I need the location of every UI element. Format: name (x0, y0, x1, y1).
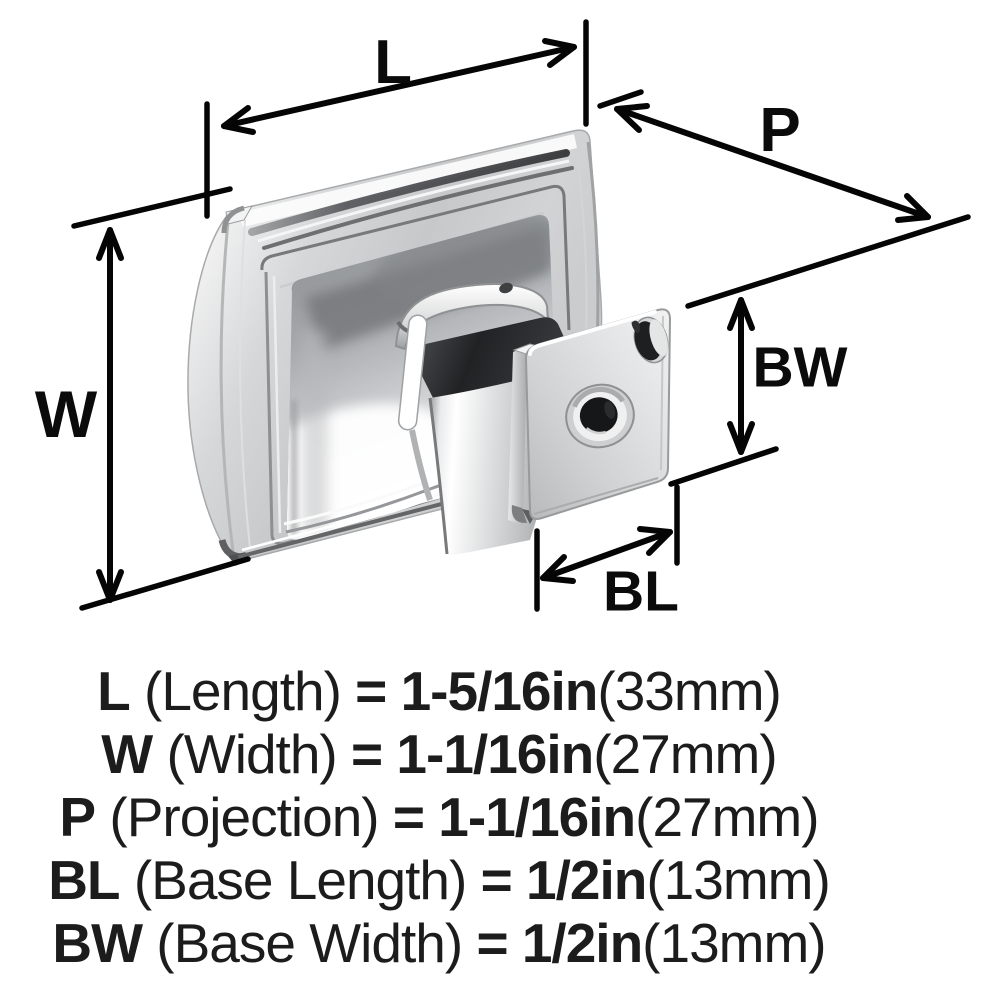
dim-arrow-width (71, 186, 251, 611)
spec-name: (Length) (144, 660, 342, 722)
knob-edge-accents (218, 205, 504, 566)
knob-dimension-drawing (71, 19, 971, 612)
spec-value: = 1-1/16in (392, 786, 636, 848)
spec-value: = 1/2in (476, 912, 643, 974)
spec-row-length: L (Length) = 1-5/16in(33mm) (0, 660, 878, 723)
spec-row-projection: P (Projection) = 1-1/16in(27mm) (0, 786, 878, 849)
spec-row-base-length: BL (Base Length) = 1/2in(13mm) (0, 849, 878, 912)
spec-name: (Base Width) (156, 912, 463, 974)
dim-arrow-projection (597, 89, 971, 309)
screw-hole (565, 383, 635, 449)
dim-label-base-width: BW (752, 335, 848, 400)
dim-label-base-length: BL (603, 559, 679, 624)
spec-row-width: W (Width) = 1-1/16in(27mm) (0, 723, 878, 786)
knob-base-plate (508, 308, 672, 525)
spec-key: L (97, 660, 131, 722)
spec-name: (Projection) (109, 786, 379, 848)
dimension-lines (71, 19, 971, 612)
spec-row-base-width: BW (Base Width) = 1/2in(13mm) (0, 912, 878, 975)
dim-label-length: L (374, 28, 412, 97)
spec-value: = 1-5/16in (355, 660, 598, 722)
corner-mounting-hole (631, 316, 669, 364)
spec-name: (Width) (166, 723, 338, 785)
spec-key: BW (52, 912, 143, 974)
spec-name: (Base Length) (133, 849, 467, 911)
dimension-spec-list: L (Length) = 1-5/16in(33mm) W (Width) = … (0, 660, 878, 975)
spec-key: P (59, 786, 96, 848)
spec-key: BL (48, 849, 120, 911)
spec-value: = 1-1/16in (351, 723, 594, 785)
spec-key: W (101, 723, 153, 785)
dim-arrow-length (204, 19, 589, 219)
dim-arrow-base-width (668, 297, 779, 487)
knob-illustration (187, 129, 672, 566)
dim-label-width: W (34, 377, 98, 451)
spec-metric: (33mm) (597, 660, 781, 722)
spec-metric: (13mm) (646, 849, 830, 911)
spec-metric: (13mm) (642, 912, 826, 974)
spec-metric: (27mm) (593, 723, 777, 785)
spec-value: = 1/2in (480, 849, 648, 911)
spec-metric: (27mm) (635, 786, 819, 848)
dim-label-projection: P (759, 96, 801, 165)
dim-arrow-base-length (534, 484, 680, 612)
